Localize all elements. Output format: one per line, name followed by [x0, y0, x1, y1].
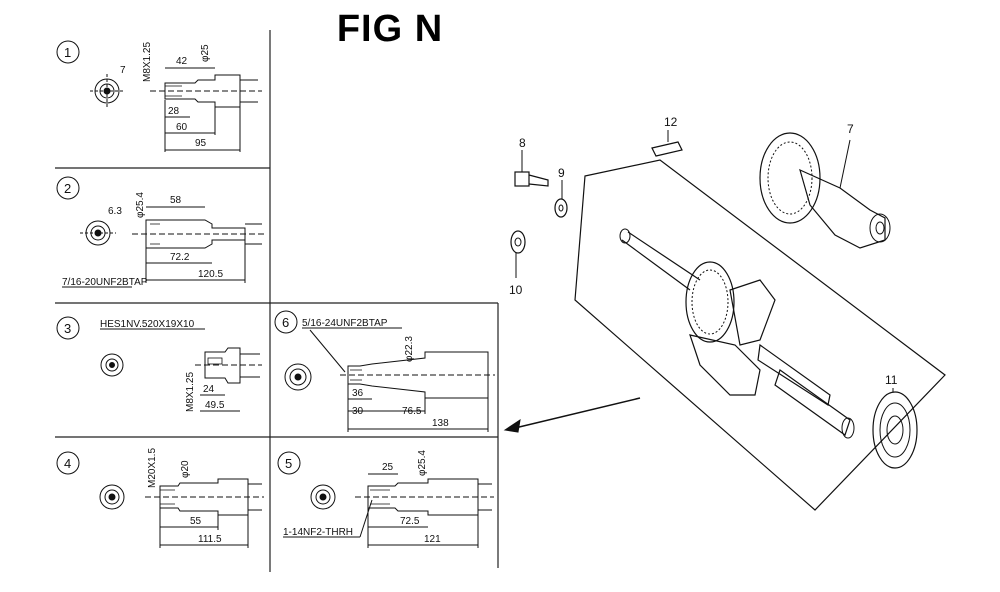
panel-number: 1 — [64, 45, 71, 60]
panel-number: 6 — [282, 315, 289, 330]
panel-3: 3 HES1NV.520X19X10 M8X1.25 24 49.5 — [56, 316, 262, 412]
key-spec: HES1NV.520X19X10 — [100, 319, 195, 330]
thread-spec: 5/16-24UNF2BTAP — [302, 318, 388, 329]
dim-length-1: 58 — [170, 195, 182, 206]
panel-number-circle — [56, 451, 80, 475]
panel-number: 4 — [64, 456, 71, 471]
panel-2: 2 6.3 φ25.4 58 72.2 120.5 — [56, 176, 264, 288]
panel-number: 5 — [285, 456, 292, 471]
panel-number: 2 — [64, 181, 71, 196]
callout-8: 8 — [519, 136, 526, 150]
dim-diameter: φ20 — [180, 460, 191, 478]
callout-7: 7 — [847, 122, 854, 136]
callout-9: 9 — [558, 166, 565, 180]
figure-title: FIG N — [336, 8, 444, 50]
dim-length-1: 55 — [190, 516, 202, 527]
dim-length-1: 24 — [203, 384, 215, 395]
part-7-gear — [759, 132, 891, 249]
shaft-end-view — [80, 220, 116, 246]
thread-spec: M20X1.5 — [147, 448, 158, 488]
panel-grid — [55, 30, 499, 572]
panel-4: 4 M20X1.5 φ20 55 111.5 — [56, 448, 264, 548]
thread-spec: M8X1.25 — [185, 372, 196, 412]
dim-length-4: 138 — [432, 418, 449, 429]
part-10-washer — [510, 230, 526, 278]
dim-length-2: 111.5 — [198, 534, 222, 545]
shaft-end-view — [310, 484, 336, 510]
dim-length-2: 49.5 — [205, 400, 225, 411]
shaft-end-view — [90, 74, 124, 108]
dim-diameter: φ22.3 — [404, 336, 415, 362]
dim-diameter: φ25 — [200, 44, 211, 62]
callout-10: 10 — [509, 283, 523, 297]
shaft-side-view — [355, 478, 494, 516]
thread-spec: M8X1.25 — [142, 42, 153, 82]
dim-hex: 7 — [120, 65, 126, 76]
pointer-arrow — [503, 397, 641, 433]
panel-5: 5 25 φ25.4 72.5 121 1-14NF2-THRH — [277, 450, 494, 548]
dim-diameter: φ25.4 — [417, 450, 428, 476]
dim-length-2: 28 — [168, 106, 180, 117]
shaft-side-view — [145, 478, 264, 516]
shaft-side-view — [340, 351, 495, 399]
exploded-assembly: 12 7 8 9 — [509, 115, 946, 511]
dim-length-1: 42 — [176, 56, 188, 67]
dim-length-3: 120.5 — [198, 269, 223, 280]
assembly-frame — [574, 159, 946, 511]
dim-length-2: 72.5 — [400, 516, 420, 527]
panel-number: 3 — [64, 321, 71, 336]
shaft-end-view — [99, 484, 125, 510]
shaft-end-view — [100, 353, 124, 377]
dim-length-1: 25 — [382, 462, 394, 473]
dim-diameter: φ25.4 — [135, 192, 146, 218]
dim-length-3: 121 — [424, 534, 441, 545]
panel-number-circle — [277, 451, 301, 475]
panel-number-circle — [56, 176, 80, 200]
thread-spec: 7/16-20UNF2BTAP — [62, 277, 148, 288]
panel-number-circle — [274, 310, 298, 334]
dim-hex: 6.3 — [108, 206, 122, 217]
callout-11: 12 — [664, 115, 678, 129]
shaft-end-view — [284, 363, 312, 391]
thread-spec: 1-14NF2-THRH — [283, 527, 353, 538]
crankshaft — [619, 228, 855, 439]
dim-length-4: 95 — [195, 138, 207, 149]
shaft-side-view — [132, 219, 264, 249]
shaft-side-view — [195, 347, 262, 384]
dim-length-2: 72.2 — [170, 252, 190, 263]
part-11-key — [651, 130, 683, 157]
panel-number-circle — [56, 40, 80, 64]
dim-length-1: 36 — [352, 388, 364, 399]
shaft-side-view — [150, 74, 262, 108]
part-8-bolt — [514, 150, 549, 187]
dim-length-3: 60 — [176, 122, 188, 133]
callout-12: 11 — [885, 373, 898, 387]
panel-1: 1 7 M8X1.25 42 φ25 28 — [56, 40, 262, 152]
panel-6: 6 5/16-24UNF2BTAP φ22.3 36 30 76.5 138 — [274, 310, 495, 432]
panel-number-circle — [56, 316, 80, 340]
part-9-washer — [554, 180, 568, 218]
part-12-bearing — [872, 388, 918, 469]
